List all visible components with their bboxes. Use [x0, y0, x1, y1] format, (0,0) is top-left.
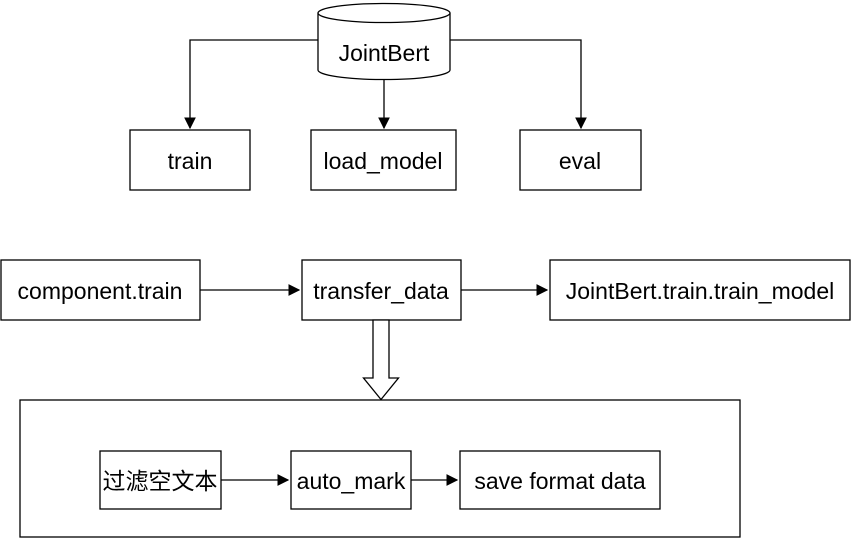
edge-jointbert-train: [184, 39, 318, 130]
node-train-model: JointBert.train.train_model: [549, 259, 851, 321]
node-train-label: train: [168, 148, 213, 174]
node-train-model-box: [549, 259, 851, 321]
node-filter-empty-text-box: [99, 450, 222, 510]
block-arrow-transfer-data-container: [362, 319, 400, 401]
node-train: train: [129, 129, 251, 191]
node-eval: eval: [519, 129, 642, 191]
node-transfer-data-box: [301, 259, 462, 321]
cylinder-lip: [317, 12, 451, 24]
edge-jointbert-eval: [450, 39, 587, 130]
node-save-format-data-label: save format data: [474, 468, 646, 494]
node-transfer-data: transfer_data: [301, 259, 462, 321]
node-component-train-label: component.train: [18, 278, 183, 304]
node-auto-mark-label: auto_mark: [297, 468, 406, 494]
node-eval-box: [519, 129, 642, 191]
node-auto-mark: auto_mark: [290, 450, 412, 510]
node-save-format-data: save format data: [459, 450, 661, 510]
cylinder-shape: [317, 2, 451, 81]
node-save-format-data-box: [459, 450, 661, 510]
node-component-train: component.train: [0, 259, 201, 321]
node-load-model: load_model: [310, 129, 457, 191]
node-transfer-data-label: transfer_data: [313, 278, 449, 304]
node-jointbert: JointBert: [317, 2, 451, 81]
node-component-train-box: [0, 259, 201, 321]
node-train-model-label: JointBert.train.train_model: [566, 278, 834, 304]
node-train-box: [129, 129, 251, 191]
node-load-model-box: [310, 129, 457, 191]
node-jointbert-label: JointBert: [339, 40, 430, 66]
node-auto-mark-box: [290, 450, 412, 510]
node-load-model-label: load_model: [324, 148, 443, 174]
node-filter-empty-text: 过滤空文本: [99, 450, 222, 510]
node-eval-label: eval: [559, 148, 601, 174]
node-filter-empty-text-label: 过滤空文本: [103, 468, 218, 494]
